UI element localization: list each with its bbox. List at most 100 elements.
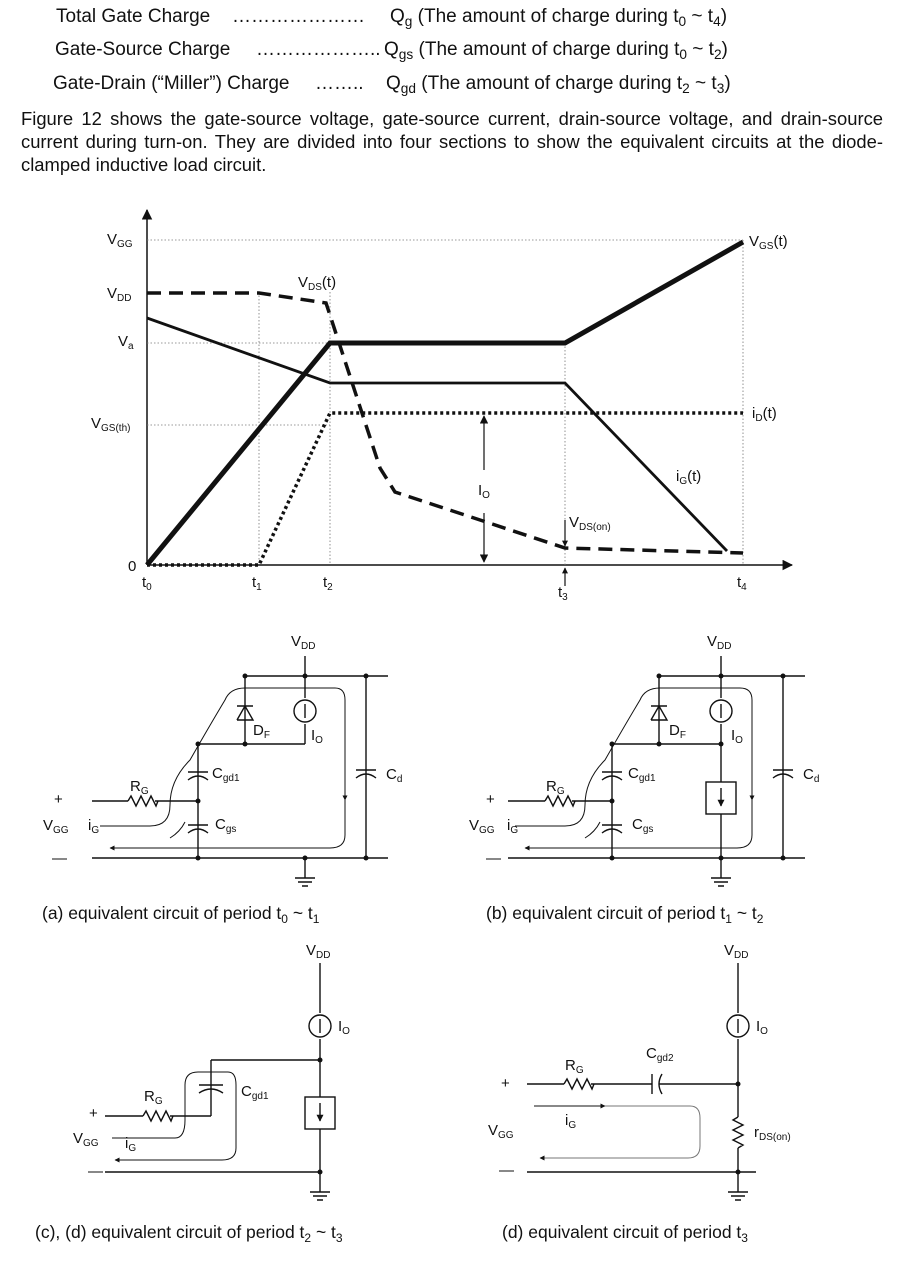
current-path-arrow bbox=[112, 1071, 237, 1163]
circuit-b bbox=[508, 656, 805, 887]
label-vdd: VDD bbox=[707, 633, 731, 652]
label-rdson: rDS(on) bbox=[754, 1124, 791, 1143]
definition-term: Total Gate Charge bbox=[56, 6, 211, 27]
label-df: DF bbox=[669, 722, 686, 741]
label-rg: RG bbox=[144, 1088, 163, 1107]
label-vgg: VGG bbox=[488, 1122, 514, 1141]
label-io: IO bbox=[311, 727, 323, 746]
label-vds-on: VDS(on) bbox=[569, 514, 611, 533]
label-cgd1: Cgd1 bbox=[628, 765, 656, 784]
label-cgd2: Cgd2 bbox=[646, 1045, 674, 1064]
resistor-rg-icon bbox=[563, 1077, 595, 1091]
guide-lines bbox=[147, 239, 744, 565]
label-ig: iG bbox=[507, 817, 518, 836]
resistor-rg-icon bbox=[127, 794, 159, 808]
label-ig-t: iG(t) bbox=[676, 468, 701, 487]
tick-t3: t3 bbox=[558, 584, 568, 603]
circuit-d bbox=[527, 963, 756, 1201]
capacitor-cd-icon bbox=[772, 769, 794, 779]
caption-a: (a) equivalent circuit of period t0 ~ t1 bbox=[42, 903, 320, 926]
resistor-rg-icon bbox=[142, 1109, 174, 1123]
turn-on-waveform bbox=[141, 208, 794, 586]
diode-icon bbox=[650, 704, 669, 721]
ground-icon bbox=[310, 1191, 330, 1201]
capacitor-cgd1-icon bbox=[601, 771, 623, 781]
capacitor-cd-icon bbox=[355, 769, 377, 779]
capacitor-cgs-icon bbox=[601, 824, 623, 834]
label-ig: iG bbox=[88, 817, 99, 836]
label-df: DF bbox=[253, 722, 270, 741]
definition-leader: ………………… bbox=[232, 6, 365, 27]
label-vdd: VDD bbox=[724, 942, 748, 961]
label-minus: — bbox=[486, 850, 501, 867]
ground-icon bbox=[711, 877, 731, 887]
waveform-labels: VGG VDD Va VGS(th) 0 t0 t1 t2 t3 t4 VGS(… bbox=[91, 231, 788, 603]
definition-leader: ……………….. bbox=[256, 39, 381, 60]
label-minus: — bbox=[52, 850, 67, 867]
definition-term: Gate-Drain (“Miller”) Charge bbox=[53, 73, 290, 94]
label-cgd1: Cgd1 bbox=[212, 765, 240, 784]
label-minus: — bbox=[499, 1162, 514, 1179]
ig-curve bbox=[146, 316, 729, 552]
ground-icon bbox=[295, 877, 315, 887]
label-id-t: iD(t) bbox=[752, 405, 777, 424]
resistor-rdson-icon bbox=[731, 1116, 745, 1149]
label-ig: iG bbox=[125, 1135, 136, 1154]
label-vgg: VGG bbox=[43, 817, 69, 836]
circuit-c-labels: VDD IO RG Cgd1 + VGG iG — bbox=[73, 942, 350, 1180]
definition-symbol: Qg (The amount of charge during t0 ~ t4) bbox=[390, 6, 728, 30]
current-source-icon bbox=[293, 699, 317, 723]
y-level-vdd: VDD bbox=[107, 285, 131, 304]
capacitor-cgs-icon bbox=[187, 824, 209, 834]
label-rg: RG bbox=[130, 778, 149, 797]
current-path-arrow bbox=[515, 687, 755, 827]
caption-d: (d) equivalent circuit of period t3 bbox=[502, 1222, 748, 1245]
label-vds-t: VDS(t) bbox=[298, 274, 336, 293]
tick-t1: t1 bbox=[252, 574, 262, 593]
label-plus: + bbox=[54, 791, 63, 808]
y-level-vgg: VGG bbox=[107, 231, 133, 250]
label-vgs-t: VGS(t) bbox=[749, 233, 788, 252]
definition-leader: …….. bbox=[315, 73, 364, 94]
y-level-zero: 0 bbox=[128, 558, 136, 575]
circuit-b-labels: VDD DF IO RG Cgd1 Cgs Cd + VGG iG — bbox=[469, 633, 819, 867]
label-minus: — bbox=[88, 1163, 103, 1180]
label-plus: + bbox=[89, 1105, 98, 1122]
current-source-icon bbox=[308, 1014, 332, 1038]
tick-t0: t0 bbox=[142, 574, 152, 593]
definition-symbol: Qgs (The amount of charge during t0 ~ t2… bbox=[384, 39, 728, 63]
label-vgg: VGG bbox=[469, 817, 495, 836]
label-cgs: Cgs bbox=[215, 816, 236, 835]
figure-description-paragraph: Figure 12 shows the gate-source voltage,… bbox=[21, 108, 883, 175]
label-cd: Cd bbox=[803, 766, 819, 785]
caption-b: (b) equivalent circuit of period t1 ~ t2 bbox=[486, 903, 764, 926]
vgs-curve bbox=[145, 239, 745, 567]
label-cgd1: Cgd1 bbox=[241, 1083, 269, 1102]
current-source-icon bbox=[709, 699, 733, 723]
ground-icon bbox=[728, 1191, 748, 1201]
label-io: IO bbox=[731, 727, 743, 746]
definition-symbol: Qgd (The amount of charge during t2 ~ t3… bbox=[386, 73, 731, 97]
label-io: IO bbox=[338, 1018, 350, 1037]
definition-term: Gate-Source Charge bbox=[55, 39, 231, 60]
id-curve bbox=[147, 411, 743, 567]
vds-curve bbox=[147, 291, 744, 555]
current-source-icon bbox=[726, 1014, 750, 1038]
label-rg: RG bbox=[546, 778, 565, 797]
label-rg: RG bbox=[565, 1057, 584, 1076]
caption-c: (c), (d) equivalent circuit of period t2… bbox=[35, 1222, 343, 1245]
circuit-d-labels: VDD IO RG Cgd2 rDS(on) + VGG iG — bbox=[488, 942, 791, 1179]
y-level-vgsth: VGS(th) bbox=[91, 415, 130, 434]
resistor-rg-icon bbox=[544, 794, 576, 808]
circuit-a-labels: VDD DF IO RG Cgd1 Cgs Cd + VGG iG — bbox=[43, 633, 402, 867]
label-ig: iG bbox=[565, 1112, 576, 1131]
y-level-va: Va bbox=[118, 333, 134, 352]
label-io: IO bbox=[756, 1018, 768, 1037]
label-vdd: VDD bbox=[306, 942, 330, 961]
capacitor-cgd1-icon bbox=[187, 771, 209, 781]
tick-t2: t2 bbox=[323, 574, 333, 593]
label-plus: + bbox=[501, 1075, 510, 1092]
diode-icon bbox=[236, 704, 255, 721]
label-cgs: Cgs bbox=[632, 816, 653, 835]
label-vdd: VDD bbox=[291, 633, 315, 652]
